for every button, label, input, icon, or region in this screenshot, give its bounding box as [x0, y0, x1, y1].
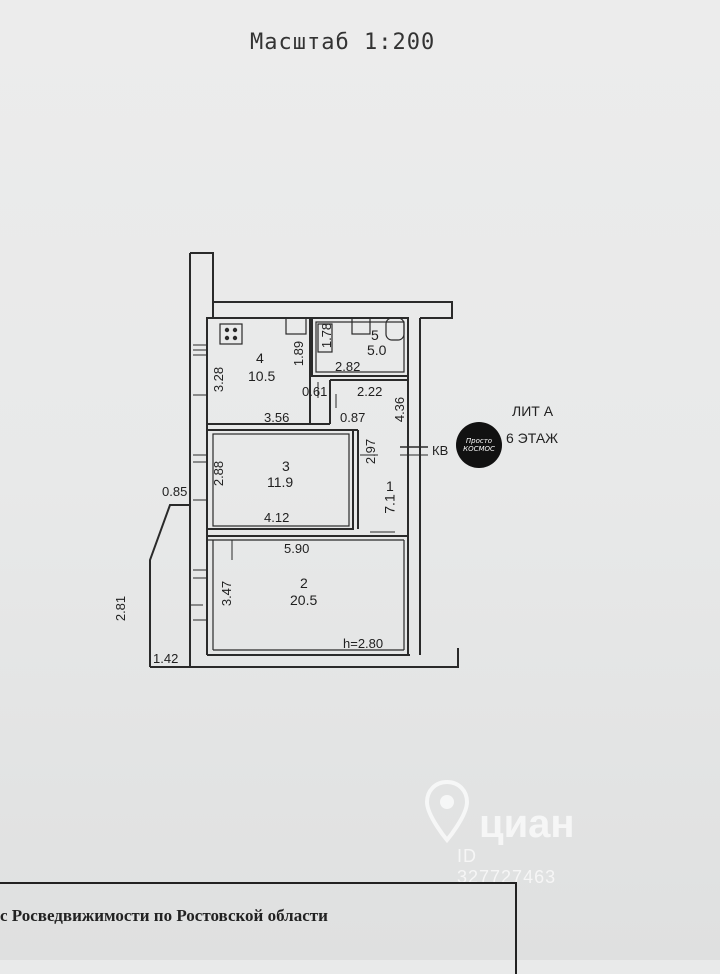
room-4-number: 4: [256, 350, 264, 366]
room-1-area: 7.1: [381, 494, 398, 514]
dim-4-12: 4.12: [264, 510, 290, 525]
balcony-outline: [149, 504, 190, 667]
outer-wall-bottom: [150, 648, 459, 668]
room-3-outline: [206, 429, 354, 530]
dim-1-42: 1.42: [153, 651, 179, 666]
dim-0-87: 0.87: [340, 410, 366, 425]
floor-label: 6 ЭТАЖ: [506, 430, 559, 446]
dim-5-90: 5.90: [284, 541, 310, 556]
dim-2-88: 2.88: [211, 460, 227, 487]
dim-1-78: 1.78: [319, 322, 335, 349]
footer-frame: [0, 882, 517, 974]
dim-1-89: 1.89: [291, 340, 307, 367]
dim-3-47: 3.47: [219, 580, 235, 607]
location-pin-icon: [425, 780, 469, 844]
lit-label: ЛИТ А: [512, 403, 554, 419]
room-2-area: 20.5: [290, 592, 318, 608]
scale-title: Масштаб 1:200: [250, 30, 436, 55]
dim-2-82: 2.82: [335, 359, 361, 374]
dim-2-97: 2.97: [363, 438, 379, 465]
ceiling-height: h=2.80: [343, 636, 384, 651]
dim-0-61: 0.61: [302, 384, 328, 399]
room-5-area: 5.0: [367, 342, 387, 358]
dim-2-81: 2.81: [113, 595, 129, 622]
watermark-brand: циан: [479, 802, 575, 846]
room-3-number: 3: [282, 458, 290, 474]
kosmos-stamp-icon: Просто КОСМОС: [456, 422, 502, 468]
room-5-number: 5: [371, 327, 379, 343]
room-1-number: 1: [386, 478, 394, 494]
room-4-area: 10.5: [248, 368, 276, 384]
dim-2-22: 2.22: [357, 384, 383, 399]
dim-3-56: 3.56: [264, 410, 290, 425]
dim-3-28: 3.28: [211, 366, 227, 393]
footer-text: с Росведвижимости по Ростовской области: [0, 906, 328, 925]
outer-wall-top: [190, 252, 453, 319]
apartment-entrance-label: КВ: [432, 443, 449, 458]
room-3-area: 11.9: [267, 474, 294, 490]
room-2-number: 2: [300, 575, 308, 591]
dim-4-36: 4.36: [392, 396, 408, 423]
dim-0-85: 0.85: [162, 484, 188, 499]
